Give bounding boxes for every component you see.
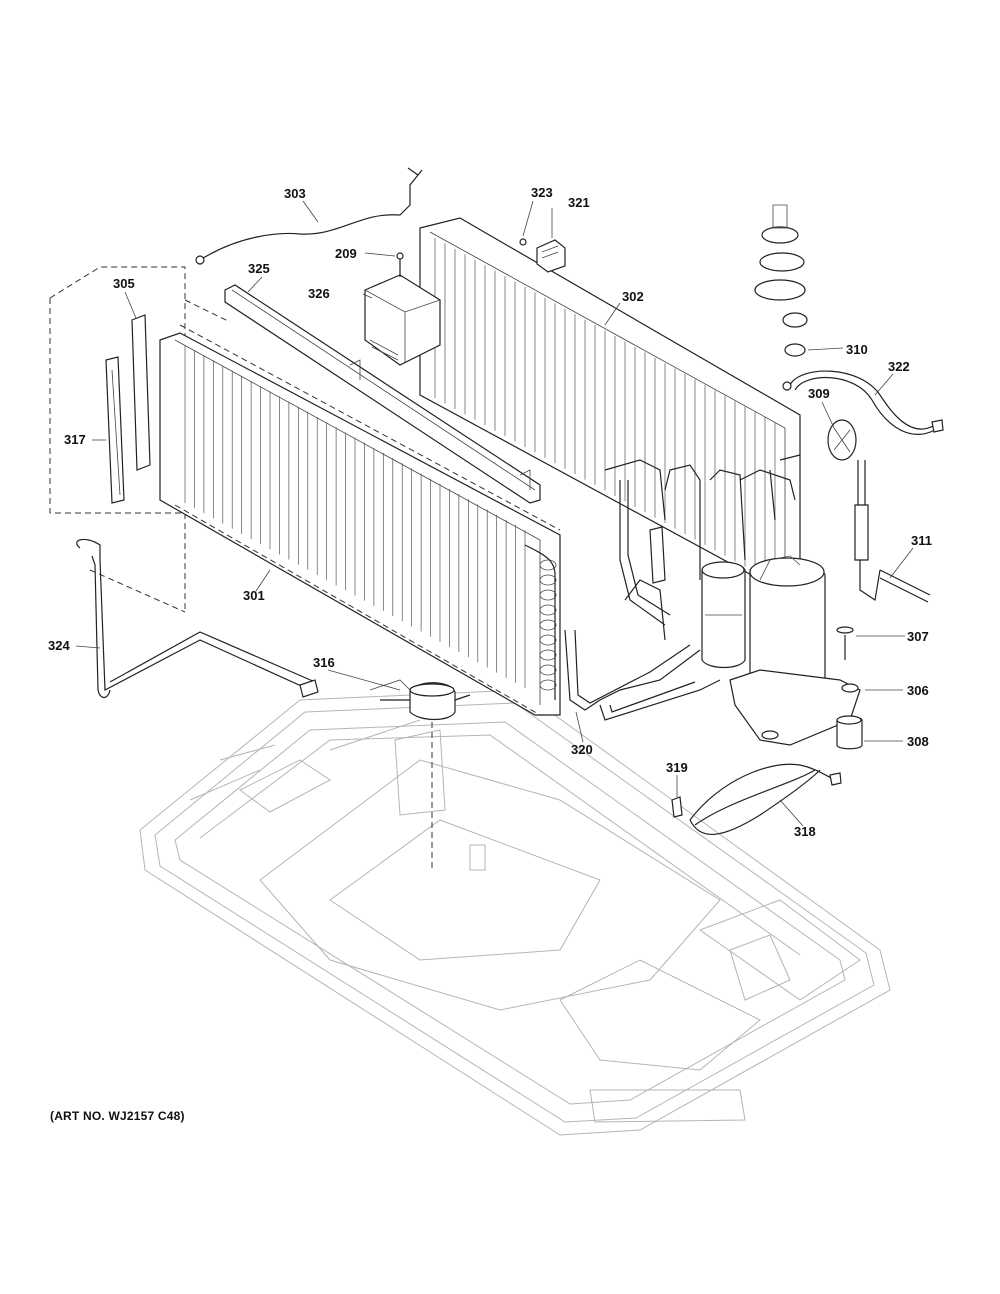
callout-321: 321 [568, 195, 590, 210]
control-box [364, 252, 441, 366]
callout-322: 322 [888, 359, 910, 374]
callout-311: 311 [911, 533, 932, 548]
callout-303: 303 [284, 186, 306, 201]
harness-318 [671, 763, 842, 835]
valve-316 [369, 679, 471, 870]
callout-325: 325 [248, 261, 270, 276]
art-number: (ART NO. WJ2157 C48) [50, 1109, 185, 1123]
refrigerant-tubing [564, 454, 801, 721]
callout-317: 317 [64, 432, 86, 447]
callout-302: 302 [622, 289, 644, 304]
evaporator-coil [419, 217, 801, 591]
callout-318: 318 [794, 824, 816, 839]
callout-309: 309 [808, 386, 830, 401]
compressor [701, 555, 861, 746]
callout-326: 326 [308, 286, 330, 301]
dashed-enclosure [49, 266, 231, 613]
relay-and-clip [519, 238, 566, 273]
callout-209: 209 [335, 246, 357, 261]
callout-305: 305 [113, 276, 135, 291]
callout-307: 307 [907, 629, 929, 644]
harness-322 [782, 370, 944, 435]
callout-324: 324 [48, 638, 70, 653]
condenser-coil [159, 324, 561, 716]
callout-308: 308 [907, 734, 929, 749]
leader-lines [75, 200, 914, 827]
mounting-rail [224, 284, 541, 504]
sensor-wire [195, 167, 423, 265]
drain-tube [76, 538, 319, 699]
accumulator-assembly [754, 204, 931, 750]
callout-323: 323 [531, 185, 553, 200]
callout-301: 301 [243, 588, 265, 603]
callout-316: 316 [313, 655, 335, 670]
bracket-pieces [105, 314, 151, 504]
base-pan [139, 689, 891, 1136]
callout-320: 320 [571, 742, 593, 757]
callout-306: 306 [907, 683, 929, 698]
callout-319: 319 [666, 760, 688, 775]
callout-labels: 303 323 321 209 325 305 326 302 310 322 … [48, 185, 932, 839]
callout-310: 310 [846, 342, 868, 357]
